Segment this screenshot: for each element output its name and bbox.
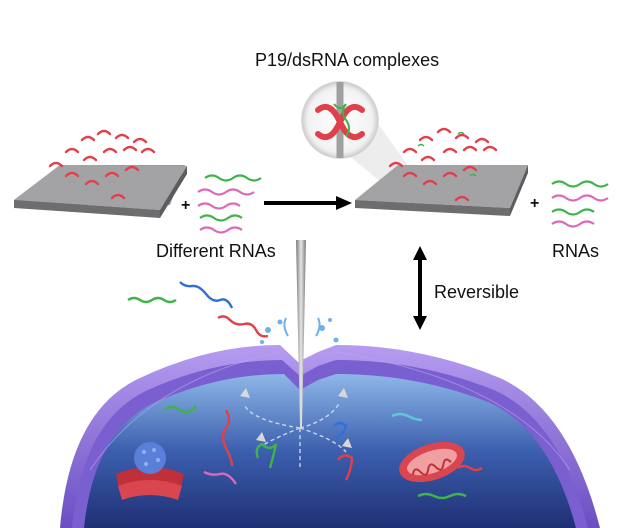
capture-paths	[243, 401, 347, 470]
floating-rnas	[127, 281, 269, 338]
rnas-label: RNAs	[552, 241, 600, 261]
cell	[60, 345, 600, 528]
capture-arrowheads	[240, 388, 352, 448]
left-micropillar-chip	[14, 126, 187, 218]
golgi-icon	[116, 442, 184, 500]
right-micropillar-chip	[355, 124, 528, 216]
different-rnas-label: Different RNAs	[156, 241, 276, 261]
right-dsrna-bound	[417, 131, 477, 177]
left-mixed-rnas	[197, 174, 262, 234]
needle-icon	[296, 240, 306, 428]
intracellular-rnas	[163, 405, 483, 500]
reversible-label: Reversible	[434, 282, 520, 302]
plus-sign-right: +	[530, 195, 540, 212]
mitochondrion-icon	[399, 441, 465, 483]
reversible-arrow	[413, 246, 427, 330]
figure-title: P19/dsRNA complexes	[255, 50, 440, 70]
splash-droplets	[260, 317, 339, 344]
plus-sign-left: +	[181, 197, 191, 214]
right-p19-proteins	[388, 127, 498, 202]
right-released-rnas	[551, 180, 609, 228]
left-p19-proteins	[48, 129, 156, 200]
forward-arrow	[264, 196, 352, 210]
